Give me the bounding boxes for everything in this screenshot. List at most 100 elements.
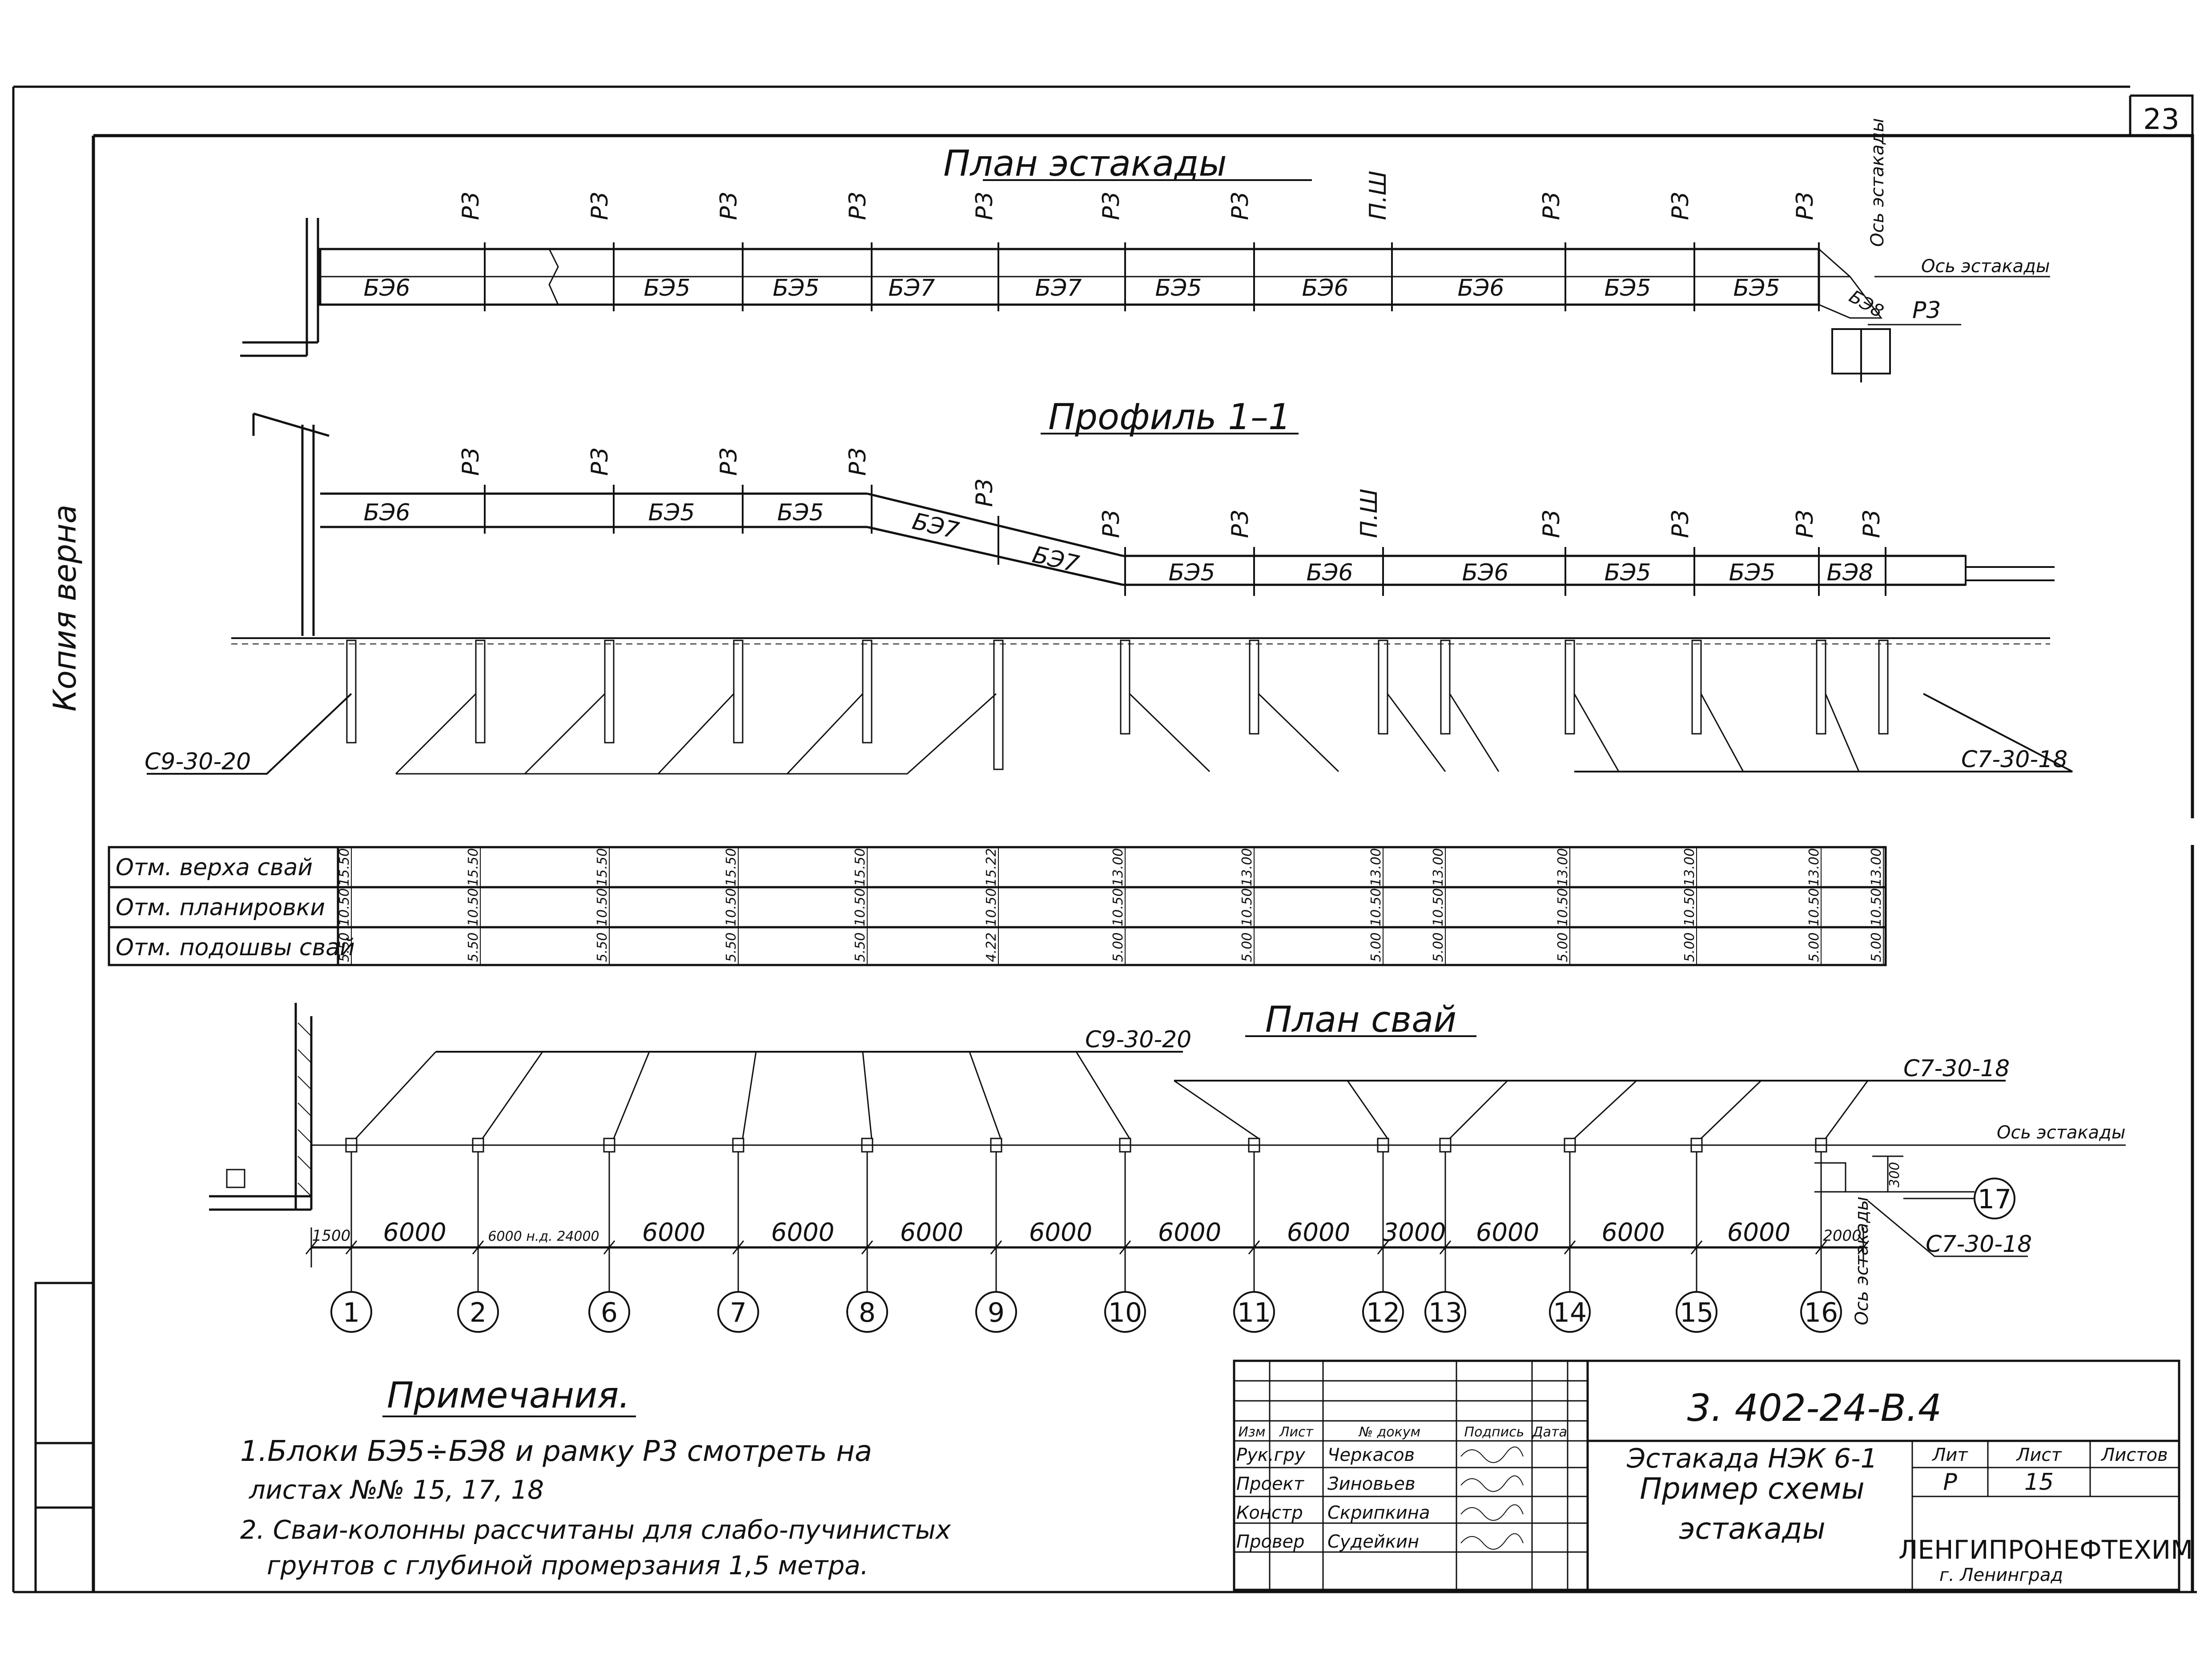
axis-number: 1 — [343, 1297, 360, 1328]
tb-role: Провер — [1236, 1532, 1305, 1552]
profile-frame-label: Р3 — [587, 447, 613, 476]
tb-role: Рук.гру — [1236, 1445, 1306, 1465]
plan-frame-label: Р3 — [971, 192, 998, 220]
stage-sheet-header: Лист — [2015, 1445, 2062, 1465]
plan-frame-label: Р3 — [1227, 192, 1254, 220]
table-row-label: Отм. планировки — [116, 894, 325, 921]
dim-label: 6000 — [900, 1218, 964, 1247]
axis-number: 2 — [470, 1297, 487, 1328]
profile-pile — [1564, 639, 1575, 735]
profile-frame-label: Р3 — [845, 447, 871, 476]
plan-beam-label: БЭ5 — [1733, 275, 1780, 302]
table-cell: 5.00 — [1869, 933, 1884, 962]
profile-frame-label: Р3 — [971, 479, 998, 507]
profile-beam-label: БЭ6 — [1462, 559, 1508, 586]
table-cell: 5.50 — [337, 933, 352, 962]
note-line-1: 1.Блоки БЭ5÷БЭ8 и рамку Р3 смотреть на — [240, 1435, 872, 1468]
notes-title: Примечания. — [387, 1375, 630, 1416]
pile-plan-c9-label: С9-30-20 — [1085, 1026, 1191, 1053]
profile-beam-label: БЭ5 — [648, 499, 695, 526]
profile-pile-right: С7-30-18 — [1961, 746, 2067, 773]
axis-bubble — [717, 1291, 759, 1333]
table-cell: 13.00 — [1110, 848, 1126, 886]
table-cell: 10.50 — [1239, 888, 1255, 926]
plan-beam-label: БЭ7 — [1035, 275, 1082, 302]
plan-end-frame: Р3 — [1912, 297, 1941, 324]
plan-beam-label: БЭ5 — [1155, 275, 1202, 302]
profile-leader — [1825, 693, 1860, 772]
plan-beam-label: БЭ5 — [643, 275, 690, 302]
plan-frame-label: Р3 — [716, 192, 742, 220]
pile-leader-c7 — [1700, 1080, 1762, 1139]
axis-number: 13 — [1428, 1297, 1462, 1328]
table-cell: 13.00 — [1239, 848, 1255, 886]
tb-name: Скрипкина — [1327, 1503, 1430, 1523]
dim-label: 3000 — [1383, 1218, 1446, 1247]
plan-beam-label: БЭ6 — [1302, 275, 1348, 302]
profile-leader — [1700, 693, 1744, 772]
profile-leader — [1258, 693, 1339, 772]
axis-number: 8 — [859, 1297, 876, 1328]
plan-beam-label: БЭ7 — [888, 275, 935, 302]
pile-plan-axis-label: Ось эстакады — [1997, 1122, 2125, 1143]
pile-plan-view: План свай 300 С9-30-20 С7-30-18 Ось эста… — [209, 999, 2126, 1333]
axis-number: 6 — [601, 1297, 618, 1328]
table-cell: 10.50 — [1110, 888, 1126, 926]
plan-frame-label: Р3 — [458, 192, 484, 220]
dim-label: 6000 — [383, 1218, 446, 1247]
tb-signature — [1460, 1475, 1524, 1492]
description-line-3: эстакады — [1679, 1512, 1825, 1546]
table-cell: 13.00 — [1806, 848, 1822, 886]
plan-frame-label: П.Ш — [1365, 171, 1392, 220]
table-cell: 10.50 — [853, 888, 868, 926]
axis-number: 14 — [1553, 1297, 1587, 1328]
table-cell: 5.00 — [1682, 933, 1697, 962]
pile-leader-c9 — [355, 1051, 437, 1139]
axis-bubble — [1233, 1291, 1275, 1333]
stage-lit-header: Лит — [1931, 1445, 1968, 1465]
city: г. Ленинград — [1939, 1565, 2063, 1585]
plan-beam-label: БЭ6 — [1457, 275, 1504, 302]
profile-pile — [1378, 639, 1388, 735]
table-cell: 5.00 — [1806, 933, 1822, 962]
table-cell: 10.50 — [1869, 888, 1884, 926]
pile-leader-c9 — [742, 1051, 757, 1139]
dim-label: 2000 — [1823, 1227, 1862, 1245]
plan-beam-label: БЭ5 — [772, 275, 819, 302]
pile-offset-dim: 300 — [1887, 1162, 1902, 1187]
drawing-code: 3. 402-24-В.4 — [1687, 1386, 1942, 1430]
axis-bubble — [1104, 1291, 1146, 1333]
pile-leader-c7 — [1174, 1080, 1259, 1139]
plan-view: План эстакады Ось эстакады Р3 БЭ8 Ось эс… — [240, 118, 2050, 382]
dim-tick — [1857, 1227, 1870, 1267]
dim-label: 6000 — [642, 1218, 706, 1247]
plan-frame-label: Р3 — [1792, 192, 1818, 220]
table-cell: 10.50 — [724, 888, 739, 926]
axis-bubble — [1549, 1291, 1591, 1333]
table-cell: 15.22 — [984, 848, 999, 886]
profile-leader — [1129, 693, 1211, 772]
profile-leader — [1573, 693, 1620, 772]
table-cell: 15.50 — [853, 848, 868, 886]
description-line-1: Эстакада НЭК 6-1 — [1626, 1443, 1878, 1474]
table-row-label: Отм. верха свай — [116, 854, 313, 881]
profile-leader — [1387, 693, 1446, 772]
table-cell: 10.50 — [595, 888, 610, 926]
tb-signature — [1460, 1533, 1524, 1550]
axis-bubble — [330, 1291, 372, 1333]
profile-beam-label: БЭ5 — [1729, 559, 1775, 586]
profile-pile — [1691, 639, 1702, 735]
pile-leader-c9 — [969, 1051, 1001, 1139]
axis-number: 11 — [1237, 1297, 1271, 1328]
profile-beam-label: БЭ5 — [777, 499, 824, 526]
table-cell: 10.50 — [1431, 888, 1446, 926]
pile-plan-c7-label: С7-30-18 — [1903, 1055, 2010, 1082]
profile-beam-label: БЭ6 — [363, 499, 410, 526]
axis-bubble — [846, 1291, 888, 1333]
note-line-3: 2. Сваи-колонны рассчитаны для слабо-пуч… — [240, 1515, 951, 1545]
profile-frame-label: Р3 — [1667, 510, 1694, 538]
table-cell: 5.00 — [1555, 933, 1571, 962]
profile-leader — [786, 693, 864, 775]
